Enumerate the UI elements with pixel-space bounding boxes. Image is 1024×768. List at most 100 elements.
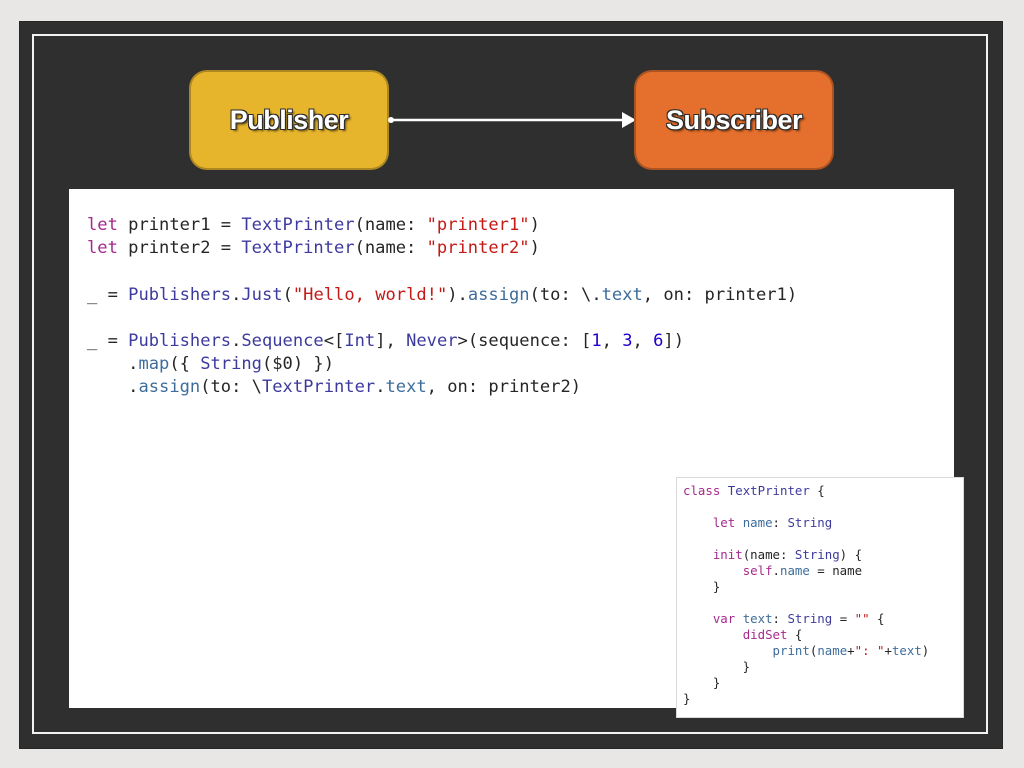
subscriber-label: Subscriber xyxy=(665,104,803,135)
main-code-line: .map({ String($0) }) xyxy=(87,354,334,374)
main-code-token: ], xyxy=(375,331,407,352)
main-code-token: Int xyxy=(344,331,376,352)
main-code-token: _ = xyxy=(87,284,129,305)
side-code-token: "" xyxy=(854,611,870,626)
side-code-token: ) xyxy=(921,643,930,658)
main-code-token: Sequence xyxy=(241,331,324,352)
main-code-line: .assign(to: \TextPrinter.text, on: print… xyxy=(87,377,581,397)
side-code-token: } xyxy=(683,579,721,594)
side-code-token: class xyxy=(683,483,721,498)
main-code-block: let printer1 = TextPrinter(name: "printe… xyxy=(87,214,797,400)
side-code-token: : xyxy=(772,611,788,626)
main-code-token: ) xyxy=(529,215,540,235)
board-inner-frame xyxy=(32,34,988,734)
side-code-token: = name xyxy=(809,563,863,578)
main-code-token: "printer2" xyxy=(426,238,530,259)
main-code-token: . xyxy=(87,354,139,375)
side-code-line: self.name = name xyxy=(683,563,862,578)
side-code-line: } xyxy=(683,691,690,706)
side-code-token: { xyxy=(869,611,885,626)
main-code-token: assign xyxy=(467,284,530,305)
main-code-token: <[ xyxy=(323,331,345,352)
side-code-token xyxy=(720,483,727,498)
side-code-token: ( xyxy=(809,643,818,658)
side-code-line: class TextPrinter { xyxy=(683,483,825,498)
flow-arrow xyxy=(388,112,636,128)
side-code-token: : xyxy=(772,515,788,530)
side-code-token: } xyxy=(683,659,751,674)
side-code-token: + xyxy=(884,643,892,658)
main-code-token: (to: \. xyxy=(529,284,602,305)
main-code-token: Publishers xyxy=(128,331,232,352)
main-code-token: text xyxy=(385,377,427,398)
main-code-token: 6 xyxy=(653,331,664,352)
main-code-token: printer2 = xyxy=(117,238,242,259)
side-code-line: } xyxy=(683,579,720,594)
main-code-token: ({ xyxy=(169,354,201,375)
main-code-token: TextPrinter xyxy=(261,377,376,398)
main-code-token: printer1 = xyxy=(117,215,242,235)
side-code-token: print xyxy=(772,643,810,658)
main-code-token: . xyxy=(375,377,386,398)
main-code-token: (name: xyxy=(354,238,427,259)
side-code-token xyxy=(683,611,713,626)
side-code-line: init(name: String) { xyxy=(683,547,862,562)
main-code-token: ). xyxy=(447,284,468,305)
side-code-token xyxy=(683,627,743,642)
side-code-token: var xyxy=(712,611,736,626)
side-code-token xyxy=(683,547,713,562)
main-code-token: , on: printer1) xyxy=(642,284,798,305)
side-code-token: TextPrinter xyxy=(727,483,810,498)
side-code-token: name xyxy=(817,643,848,658)
main-code-line: let printer2 = TextPrinter(name: "printe… xyxy=(87,238,540,258)
side-code-token: name xyxy=(780,563,810,578)
side-code-token: { xyxy=(787,627,803,642)
main-code-token: assign xyxy=(138,377,201,398)
class-code-block: class TextPrinter { let name: String ini… xyxy=(683,483,929,707)
side-code-token: text xyxy=(742,611,773,626)
side-code-line: var text: String = "" { xyxy=(683,611,885,626)
side-code-token: } xyxy=(683,675,721,690)
main-code-token: Just xyxy=(241,284,283,305)
publisher-node: Publisher xyxy=(189,70,389,170)
main-code-token: "printer1" xyxy=(426,215,530,235)
main-code-token: . xyxy=(231,331,242,352)
main-code-token: let xyxy=(87,215,118,235)
main-code-line: let printer1 = TextPrinter(name: "printe… xyxy=(87,215,540,235)
main-code-line: _ = Publishers.Sequence<[Int], Never>(se… xyxy=(87,331,684,351)
main-code-token: Never xyxy=(406,331,458,352)
main-code-token: (to: \ xyxy=(200,377,262,398)
main-code-token: , xyxy=(601,331,623,352)
main-code-token: . xyxy=(87,377,139,398)
class-definition-panel: class TextPrinter { let name: String ini… xyxy=(676,477,964,718)
side-code-token: String xyxy=(787,515,833,530)
publisher-label: Publisher xyxy=(229,104,349,135)
side-code-token: text xyxy=(891,643,922,658)
main-code-token: , on: printer2) xyxy=(426,377,582,398)
main-code-token: String xyxy=(200,354,262,375)
main-code-token: ) xyxy=(529,238,540,259)
main-code-token: Publishers xyxy=(128,284,232,305)
side-code-token: = xyxy=(832,611,855,626)
side-code-token: ": " xyxy=(854,643,885,658)
main-code-token: text xyxy=(601,284,643,305)
side-code-token xyxy=(683,515,713,530)
side-code-token: didSet xyxy=(742,627,788,642)
side-code-token: String xyxy=(787,611,833,626)
side-code-token xyxy=(683,563,743,578)
side-code-line: } xyxy=(683,659,750,674)
side-code-token: let xyxy=(712,515,736,530)
main-code-token: TextPrinter xyxy=(241,215,355,235)
side-code-line: didSet { xyxy=(683,627,803,642)
main-code-token: "Hello, world!" xyxy=(292,284,448,305)
side-code-token: name xyxy=(742,515,773,530)
main-code-token: 1 xyxy=(591,331,602,352)
side-code-line: print(name+": "+text) xyxy=(683,643,930,658)
side-code-token xyxy=(735,515,742,530)
side-code-token: + xyxy=(847,643,855,658)
main-code-token: 3 xyxy=(622,331,633,352)
main-code-token: TextPrinter xyxy=(241,238,355,259)
main-code-token: >(sequence: [ xyxy=(457,331,592,352)
side-code-token xyxy=(735,611,742,626)
side-code-token: ) { xyxy=(839,547,863,562)
